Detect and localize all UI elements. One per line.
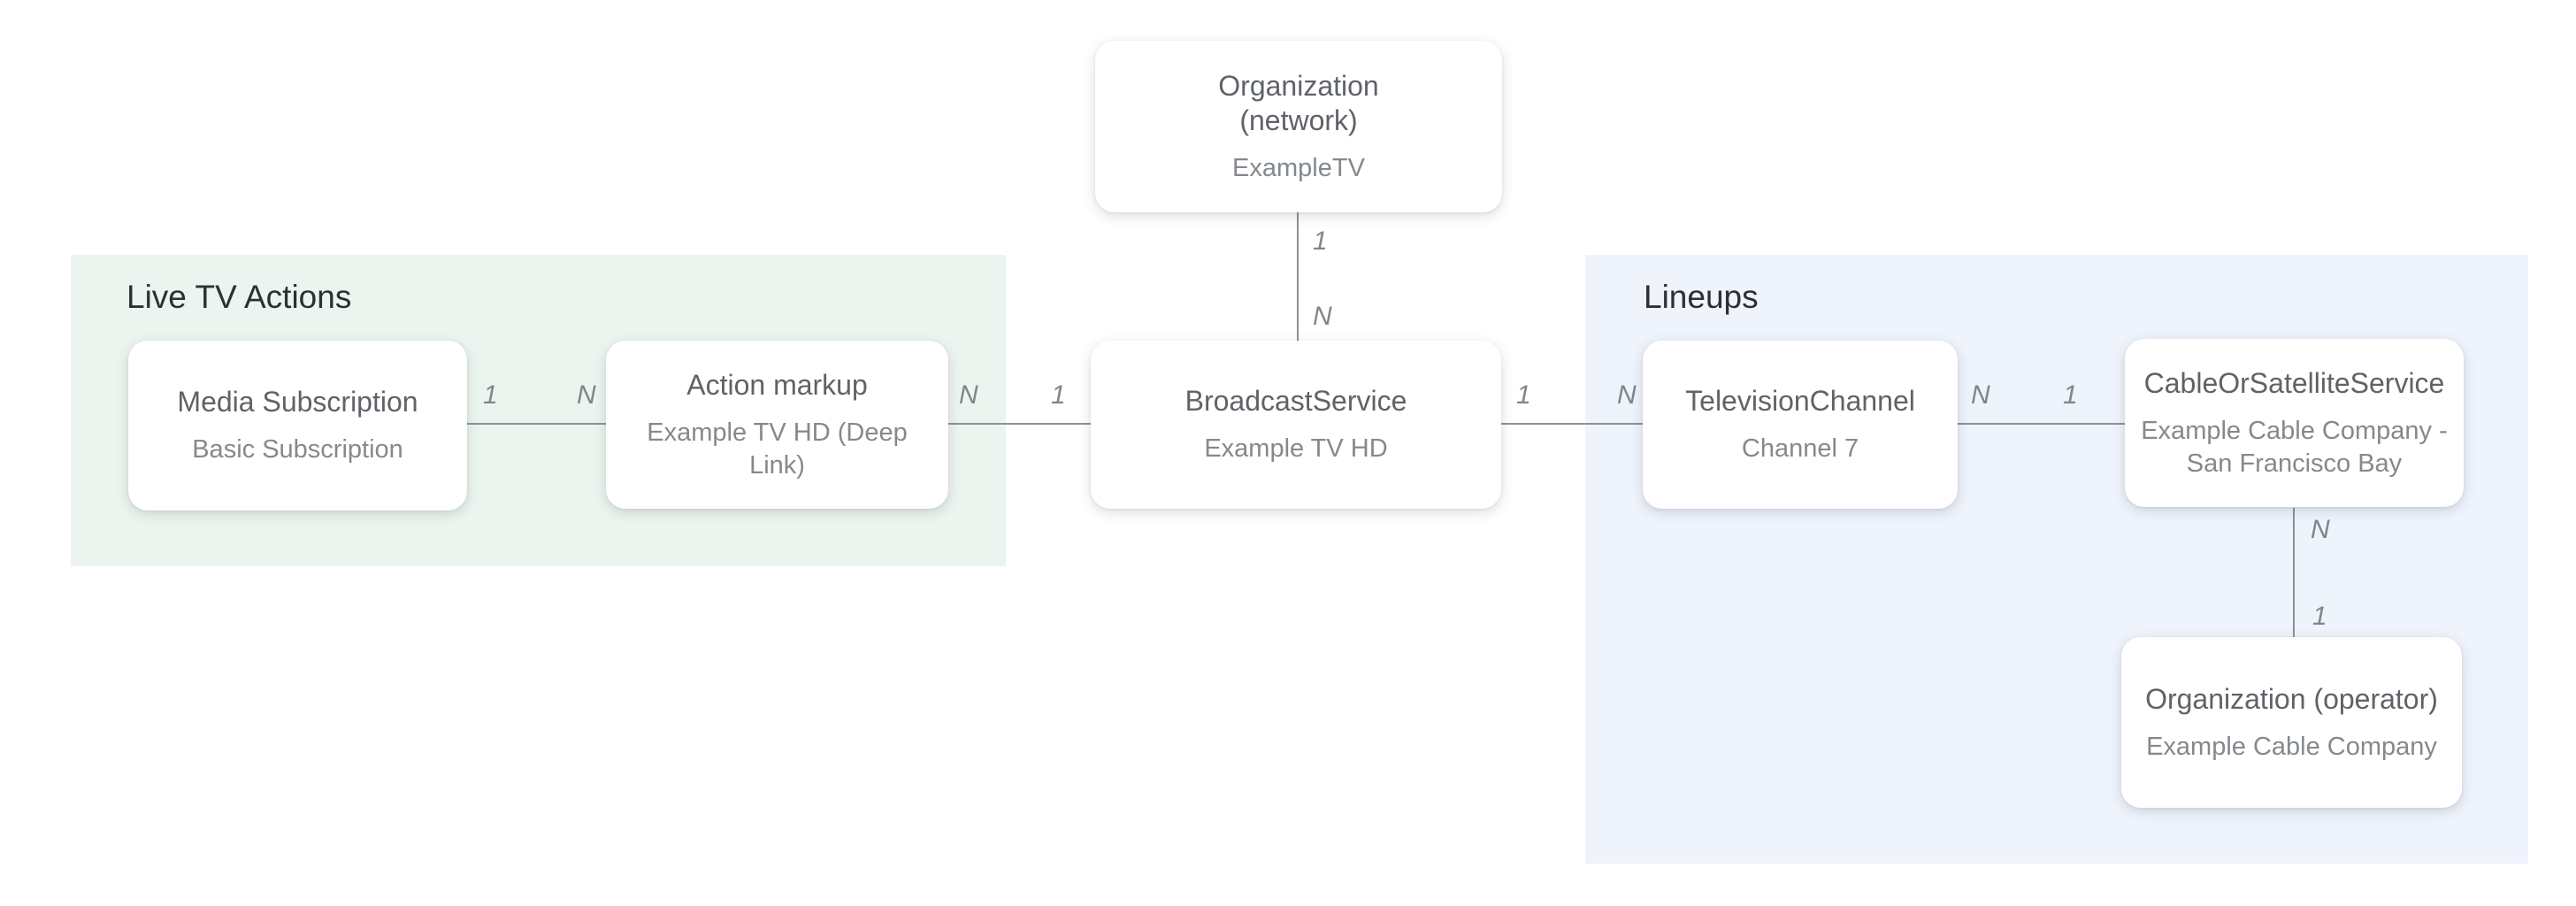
cardinality-label: 1 xyxy=(483,380,498,410)
cardinality-label: 1 xyxy=(2063,380,2078,410)
cardinality-label: N xyxy=(959,380,978,410)
node-organization-network: Organization (network) ExampleTV xyxy=(1095,41,1502,212)
group-live-tv-actions-label: Live TV Actions xyxy=(126,279,352,315)
node-title-line-1: Organization xyxy=(1218,69,1379,102)
cardinality-label: N xyxy=(2311,515,2330,544)
node-media-subscription: Media Subscription Basic Subscription xyxy=(128,341,467,511)
node-subtitle: Basic Subscription xyxy=(192,435,403,465)
node-television-channel: TelevisionChannel Channel 7 xyxy=(1643,341,1958,509)
node-subtitle: Example TV HD xyxy=(1204,434,1388,464)
cardinality-label: N xyxy=(1971,380,1990,410)
cardinality-label: 1 xyxy=(1516,380,1531,410)
node-title: Organization (operator) xyxy=(2145,682,2438,715)
node-title-line-2: (network) xyxy=(1239,104,1358,136)
node-broadcast-service: BroadcastService Example TV HD xyxy=(1091,341,1501,509)
cardinality-label: 1 xyxy=(1051,380,1066,410)
node-cable-or-satellite-service: CableOrSatelliteService Example Cable Co… xyxy=(2125,339,2464,507)
cardinality-label: 1 xyxy=(2312,602,2327,631)
node-subtitle: ExampleTV xyxy=(1232,153,1365,182)
node-title: BroadcastService xyxy=(1184,385,1407,418)
node-title: Organization (network) xyxy=(1218,69,1378,138)
node-subtitle: Example Cable Company - San Francisco Ba… xyxy=(2141,417,2448,478)
cardinality-label: N xyxy=(1313,302,1332,331)
edge-televisionchannel-to-cableorsatelliteservice xyxy=(1958,423,2126,425)
node-subtitle: Example Cable Company xyxy=(2146,732,2437,761)
cardinality-label: N xyxy=(577,380,596,410)
node-title: TelevisionChannel xyxy=(1685,385,1915,418)
node-subtitle: Channel 7 xyxy=(1741,434,1859,464)
edge-mediasubscription-to-actionmarkup xyxy=(467,423,607,425)
node-action-markup: Action markup Example TV HD (Deep Link) xyxy=(606,341,948,509)
cardinality-label: 1 xyxy=(1313,226,1328,256)
node-subtitle: Example TV HD (Deep Link) xyxy=(647,418,908,480)
node-title: CableOrSatelliteService xyxy=(2143,367,2445,400)
node-title: Action markup xyxy=(686,369,868,402)
edge-actionmarkup-to-broadcastservice xyxy=(948,423,1092,425)
cardinality-label: N xyxy=(1617,380,1637,410)
edge-network-to-broadcastservice xyxy=(1297,212,1299,342)
edge-broadcastservice-to-televisionchannel xyxy=(1501,423,1644,425)
node-title: Media Subscription xyxy=(177,386,418,418)
node-organization-operator: Organization (operator) Example Cable Co… xyxy=(2121,637,2462,808)
edge-cableorsatelliteservice-to-operator xyxy=(2293,508,2295,638)
group-lineups-label: Lineups xyxy=(1644,279,1759,315)
